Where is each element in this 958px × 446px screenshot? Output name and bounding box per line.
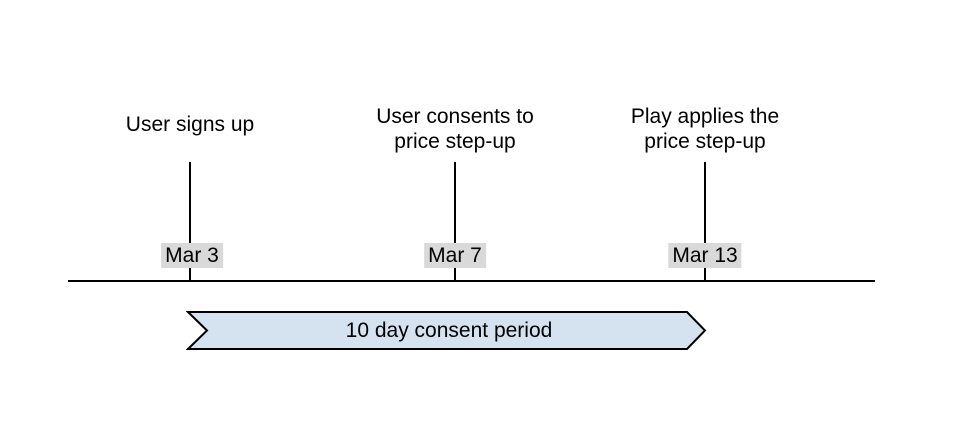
event-date-badge: Mar 3 [161, 243, 223, 268]
event-tick-line [189, 162, 191, 281]
event-date-badge: Mar 7 [424, 243, 486, 268]
event-label-line: price step-up [394, 130, 516, 153]
event-label-line: User signs up [125, 113, 255, 136]
timeline-axis [68, 280, 875, 282]
consent-period-label: 10 day consent period [345, 319, 553, 342]
event-tick-line [454, 162, 456, 281]
consent-period-arrow-shape [186, 311, 707, 350]
event-label-apply: Play applies the price step-up [575, 104, 835, 154]
event-label-line: Play applies the [630, 105, 780, 128]
event-label-line: price step-up [644, 130, 766, 153]
event-tick-line [704, 162, 706, 281]
event-date-badge: Mar 13 [668, 243, 742, 268]
event-label-line: User consents to [376, 105, 534, 128]
event-label-signup: User signs up [60, 112, 320, 137]
event-label-consent: User consents to price step-up [325, 104, 585, 154]
consent-period-arrow [186, 311, 707, 350]
